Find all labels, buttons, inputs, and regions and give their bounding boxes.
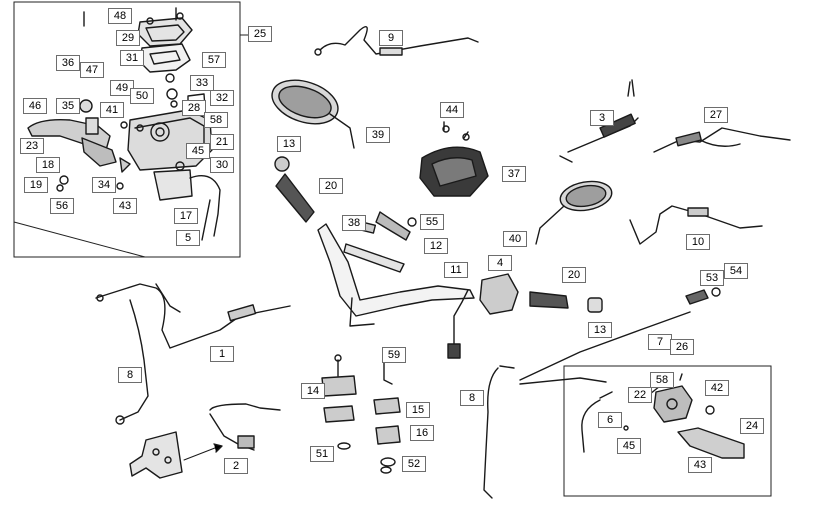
callout-label-23: 23 [20, 138, 44, 154]
brake-hose-8-right [483, 365, 515, 499]
callout-label-29: 29 [116, 30, 140, 46]
callout-label-38: 38 [342, 215, 366, 231]
cable-6 [581, 391, 629, 453]
callout-label-46: 46 [23, 98, 47, 114]
callout-label-42: 42 [705, 380, 729, 396]
callout-label-48: 48 [108, 8, 132, 24]
callout-label-2: 2 [224, 458, 248, 474]
callout-label-4: 4 [488, 255, 512, 271]
mirror-right [535, 180, 613, 245]
callout-label-45a: 45 [186, 143, 210, 159]
callout-label-17: 17 [174, 208, 198, 224]
callout-label-6: 6 [598, 412, 622, 428]
callout-label-52: 52 [402, 456, 426, 472]
callout-label-24: 24 [740, 418, 764, 434]
headlight-cover [419, 146, 489, 197]
callout-label-45b: 45 [617, 438, 641, 454]
throttle-cable-27 [653, 127, 791, 153]
callout-label-26: 26 [670, 339, 694, 355]
callout-label-41: 41 [100, 102, 124, 118]
callout-label-14: 14 [301, 383, 325, 399]
switch-housing-right [447, 273, 519, 359]
callout-label-21: 21 [210, 134, 234, 150]
bracket-screws-44 [442, 121, 470, 141]
callout-label-1: 1 [210, 346, 234, 362]
callout-label-43b: 43 [688, 457, 712, 473]
callout-label-36: 36 [56, 55, 80, 71]
callout-label-8a: 8 [118, 367, 142, 383]
mount-bracket [129, 431, 223, 479]
switch-wire-3 [559, 79, 639, 163]
callout-label-5: 5 [176, 230, 200, 246]
callout-label-57: 57 [202, 52, 226, 68]
callout-label-15: 15 [406, 402, 430, 418]
cable-10 [629, 205, 763, 245]
callout-label-50: 50 [130, 88, 154, 104]
callout-label-40: 40 [503, 231, 527, 247]
callout-label-59: 59 [382, 347, 406, 363]
callout-label-54: 54 [724, 263, 748, 279]
brake-switch-wire [189, 175, 221, 241]
callout-label-49: 49 [110, 80, 134, 96]
choke-cable [314, 26, 479, 56]
callout-label-34: 34 [92, 177, 116, 193]
callout-label-35: 35 [56, 98, 80, 114]
callout-label-56: 56 [50, 198, 74, 214]
brake-master-inset-frame [13, 1, 241, 258]
callout-label-13a: 13 [277, 136, 301, 152]
callout-label-12: 12 [424, 238, 448, 254]
clutch-cable-1 [95, 283, 291, 349]
callout-label-28: 28 [182, 100, 206, 116]
grip-right [529, 291, 603, 313]
callout-label-19: 19 [24, 177, 48, 193]
callout-label-3: 3 [590, 110, 614, 126]
callout-label-51: 51 [310, 446, 334, 462]
callout-label-32: 32 [210, 90, 234, 106]
clamp-15-16 [323, 359, 401, 445]
callout-label-33: 33 [190, 75, 214, 91]
callout-label-55: 55 [420, 214, 444, 230]
callout-label-16: 16 [410, 425, 434, 441]
cable-7 [519, 311, 691, 385]
callout-label-58b: 58 [650, 372, 674, 388]
callout-label-20a: 20 [319, 178, 343, 194]
callout-label-25: 25 [248, 26, 272, 42]
callout-label-18: 18 [36, 157, 60, 173]
callout-label-22: 22 [628, 387, 652, 403]
callout-label-30: 30 [210, 157, 234, 173]
adjuster-53-54 [685, 287, 721, 305]
callout-label-58a: 58 [204, 112, 228, 128]
callout-label-13b: 13 [588, 322, 612, 338]
callout-label-43a: 43 [113, 198, 137, 214]
callout-label-31: 31 [120, 50, 144, 66]
cable-2 [209, 403, 281, 451]
callout-label-11: 11 [444, 262, 468, 278]
callout-label-47: 47 [80, 62, 104, 78]
callout-label-9: 9 [379, 30, 403, 46]
callout-label-53: 53 [700, 270, 724, 286]
small-hardware [56, 7, 193, 201]
handlebar [317, 223, 475, 327]
callout-label-20b: 20 [562, 267, 586, 283]
left-lever [677, 405, 745, 459]
grip-left [274, 156, 315, 223]
left-lever-inset-frame [563, 365, 772, 497]
washers-51-52 [337, 442, 396, 474]
callout-label-44: 44 [440, 102, 464, 118]
brake-hose-8-left [115, 299, 149, 425]
lever-perch [649, 373, 693, 423]
mirror-left [271, 79, 355, 149]
callout-label-27: 27 [704, 107, 728, 123]
callout-label-39: 39 [366, 127, 390, 143]
callout-label-37: 37 [502, 166, 526, 182]
callout-label-10: 10 [686, 234, 710, 250]
callout-label-7: 7 [648, 334, 672, 350]
callout-label-8b: 8 [460, 390, 484, 406]
